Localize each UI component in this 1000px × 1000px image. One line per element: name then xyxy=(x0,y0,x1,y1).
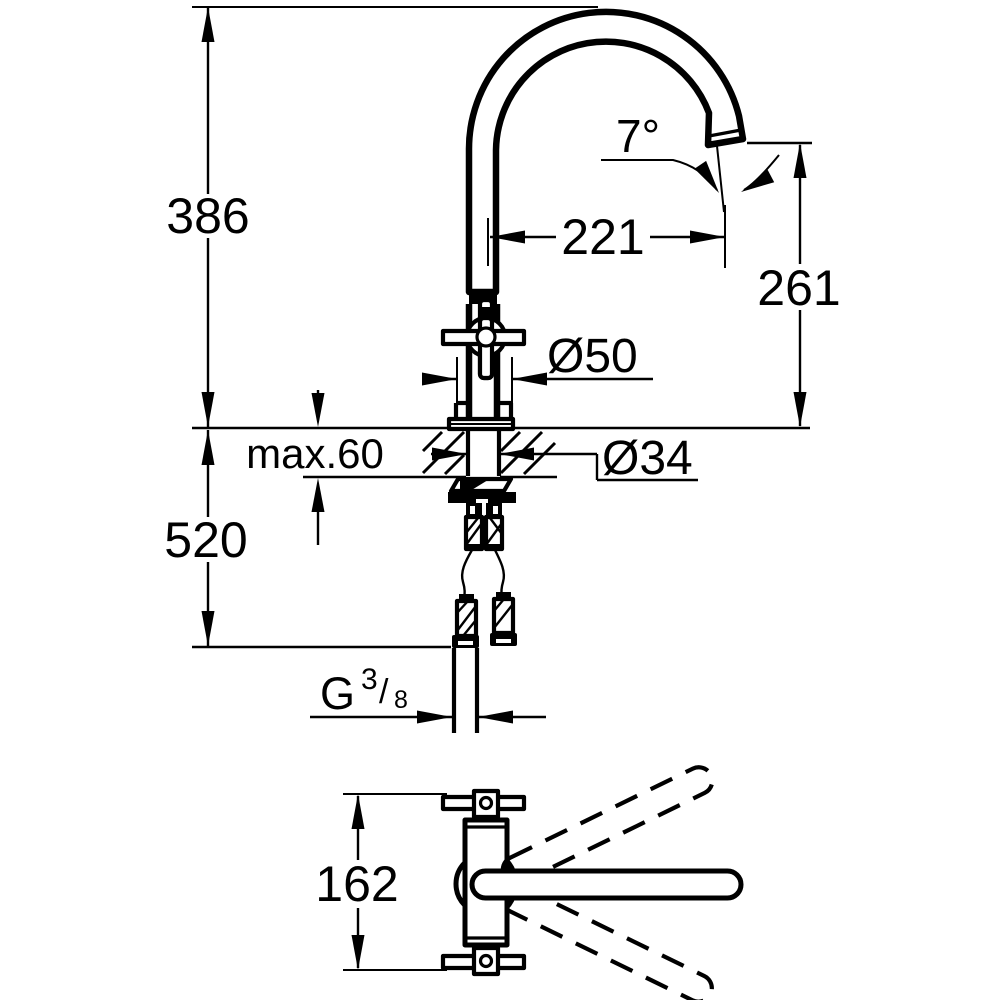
front-view: 386 520 261 221 xyxy=(164,6,841,733)
dim-deck-thickness: max.60 xyxy=(246,390,384,545)
cross-handle-plan-bottom xyxy=(440,945,527,977)
dim-shank-diameter: Ø34 xyxy=(431,432,698,485)
dim-label-hose-length: 520 xyxy=(164,512,247,568)
dim-label-spout-reach: 221 xyxy=(561,209,644,265)
flex-hose-link xyxy=(493,549,506,600)
dim-outlet-angle: 7° xyxy=(601,110,780,213)
dim-outlet-height: 261 xyxy=(747,141,841,427)
dim-label-shank-diameter: Ø34 xyxy=(602,432,693,485)
thread-numerator: 3 xyxy=(361,663,378,696)
dim-hose-length: 520 xyxy=(164,430,451,649)
mounting-assembly xyxy=(448,429,517,733)
thread-slash: / xyxy=(379,673,389,711)
mounting-nut xyxy=(448,492,516,503)
spout-arch xyxy=(465,8,747,296)
flex-hose-link xyxy=(460,549,474,602)
plan-view: 162 xyxy=(315,765,744,1000)
dim-label-outlet-height: 261 xyxy=(757,260,840,316)
dim-spout-reach: 221 xyxy=(487,205,726,268)
dim-base-diameter: Ø50 xyxy=(422,330,653,421)
dim-label-overall-height: 386 xyxy=(166,188,249,244)
spout-plan xyxy=(469,868,744,901)
dim-swivel-body-depth: 162 xyxy=(315,793,447,971)
dim-label-base-diameter: Ø50 xyxy=(547,330,638,383)
dim-label-outlet-angle: 7° xyxy=(616,110,660,162)
handle-hub-inner xyxy=(475,326,497,348)
spout-outlet-face xyxy=(708,128,742,138)
dim-overall-height: 386 xyxy=(166,7,250,427)
thread-letter: G xyxy=(320,668,355,719)
dim-label-deck-thickness: max.60 xyxy=(246,430,384,477)
dim-thread-size: G 3 / 8 xyxy=(310,663,546,724)
thread-denominator: 8 xyxy=(394,686,408,714)
cross-handle-front xyxy=(440,297,527,381)
cross-handle-plan-top xyxy=(440,788,527,820)
dim-label-swivel-body-depth: 162 xyxy=(315,856,398,912)
